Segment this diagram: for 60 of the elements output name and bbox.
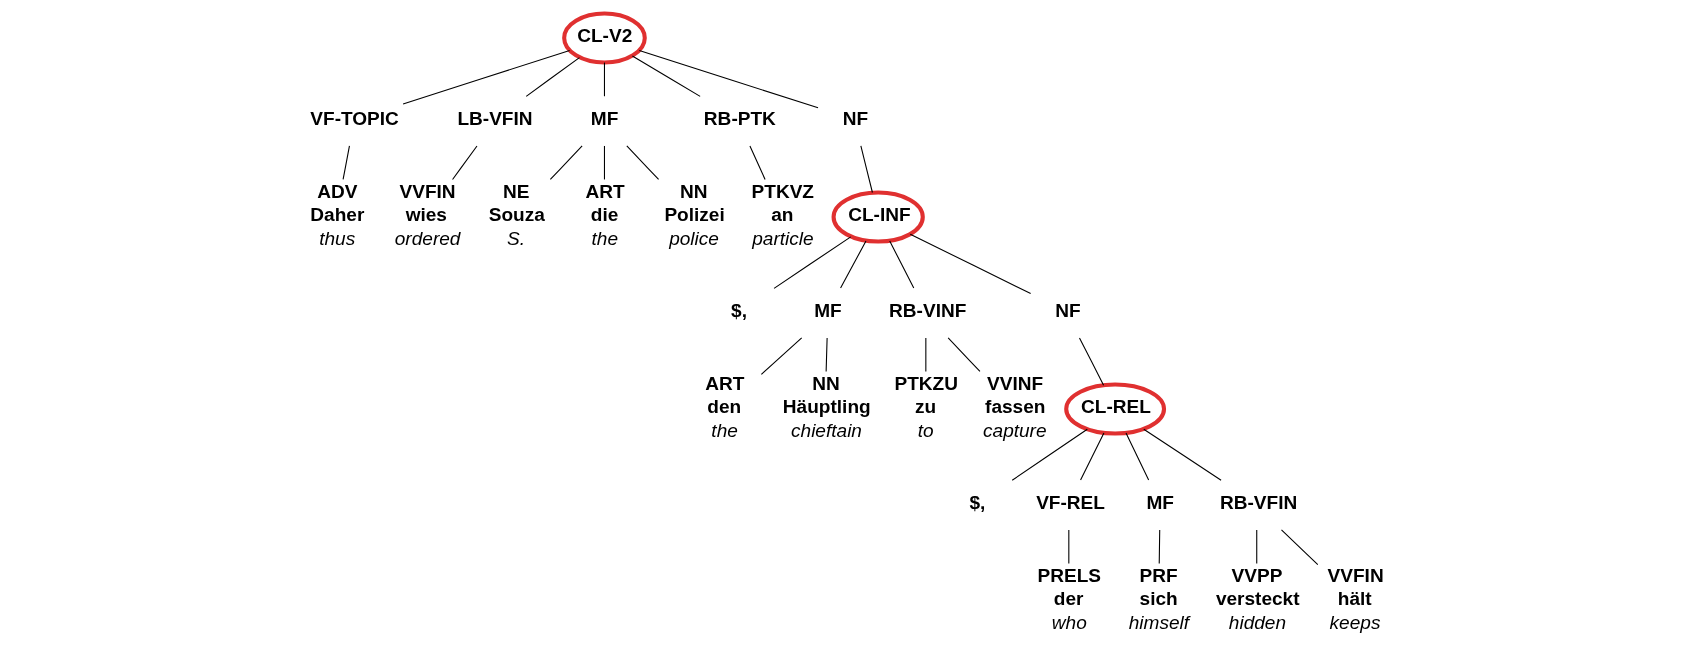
node-label: keeps [1329, 611, 1381, 633]
connector [1068, 529, 1070, 564]
node-label: particle [752, 227, 814, 249]
connector [825, 337, 828, 372]
node-text: VF-REL [1036, 492, 1105, 514]
connector [925, 337, 927, 372]
connector [1080, 432, 1105, 481]
connector [1011, 428, 1088, 481]
connector [889, 240, 915, 289]
connector [525, 57, 580, 97]
node-label: police [669, 227, 719, 249]
node-ellipse: CL-REL [1064, 382, 1167, 436]
node-text: NE Souza [488, 181, 545, 226]
node-label: ordered [394, 227, 461, 249]
node-label: to [917, 419, 934, 441]
node-label: himself [1128, 611, 1190, 633]
node-label: capture [983, 419, 1047, 441]
node-text: RB-VINF [889, 300, 967, 322]
node-label: the [711, 419, 738, 441]
connector [452, 145, 478, 180]
node-text: LB-VFIN [457, 108, 533, 130]
connector [638, 49, 819, 109]
connector [402, 49, 571, 105]
node-text: $, [969, 492, 986, 514]
connector [1125, 432, 1150, 481]
connector [1280, 529, 1319, 566]
node-text: MF [590, 108, 619, 130]
connector [1143, 428, 1222, 481]
node-label: who [1051, 611, 1087, 633]
connector [947, 337, 981, 372]
node-label: chieftain [791, 419, 862, 441]
node-text: MF [1146, 492, 1174, 514]
node-text: NF [842, 108, 869, 130]
node-label: the [591, 227, 619, 249]
connector [840, 240, 867, 289]
connector [603, 62, 605, 97]
connector [603, 145, 605, 180]
node-label: S. [507, 227, 526, 249]
node-text: MF [814, 300, 842, 322]
node-label: thus [319, 227, 356, 249]
connector [749, 145, 766, 180]
connector [549, 145, 583, 180]
connector [1078, 337, 1105, 386]
connector [626, 145, 660, 180]
connector [342, 145, 350, 180]
node-text: RB-VFIN [1219, 492, 1298, 514]
node-text: VF-TOPIC [310, 108, 399, 130]
connector [909, 233, 1032, 295]
node-ellipse: CL-V2 [562, 11, 647, 65]
node-text: RB-PTK [703, 108, 776, 130]
node-label: hidden [1228, 611, 1287, 633]
node-ellipse: CL-INF [831, 190, 925, 244]
node-text: NF [1055, 300, 1081, 322]
node-text: $, [731, 300, 748, 322]
connector [1158, 529, 1161, 564]
connector [773, 236, 852, 289]
connector [760, 337, 803, 375]
connector [1256, 529, 1258, 564]
connector [860, 145, 873, 194]
connector [631, 55, 701, 97]
